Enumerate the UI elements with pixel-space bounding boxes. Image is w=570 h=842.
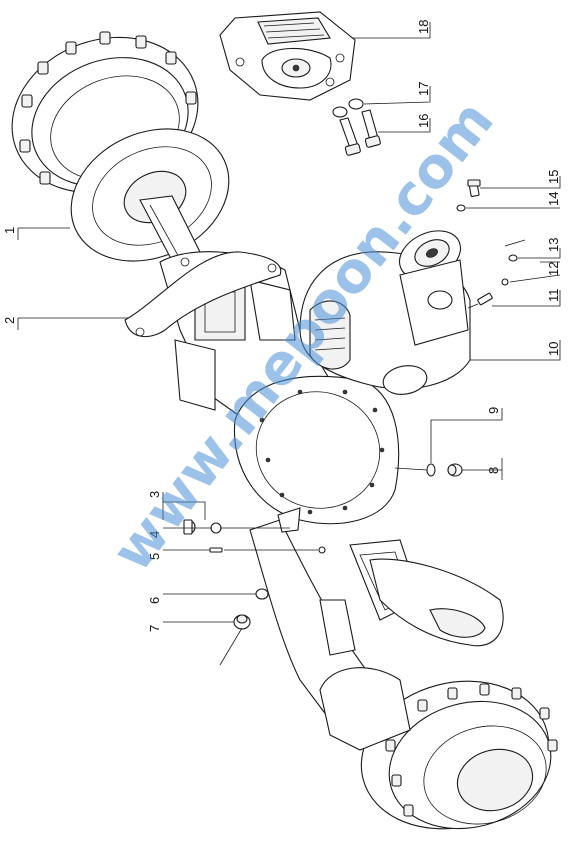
right-hub-carrier — [319, 667, 411, 751]
axle-housing — [124, 251, 504, 721]
callout-13: 13 — [546, 238, 561, 252]
callout-12: 12 — [546, 262, 561, 276]
part-5-breather — [209, 546, 326, 554]
left-brake-disc — [70, 128, 230, 262]
caliper-bolts — [339, 109, 381, 156]
callout-4: 4 — [147, 531, 162, 538]
part-9-washer — [426, 463, 436, 477]
callout-3: 3 — [147, 491, 162, 498]
callout-2: 2 — [2, 317, 17, 324]
part-3-plug — [183, 519, 196, 535]
brake-caliper — [219, 11, 356, 101]
callout-15: 15 — [546, 170, 561, 184]
callout-9: 9 — [486, 407, 501, 414]
callout-14: 14 — [546, 192, 561, 206]
callout-5: 5 — [147, 553, 162, 560]
part-6-washer — [255, 588, 269, 600]
callout-8: 8 — [486, 467, 501, 474]
callout-1: 1 — [2, 227, 17, 234]
callout-7: 7 — [147, 625, 162, 632]
part-7-plug — [233, 614, 251, 630]
part-11-plug — [477, 292, 493, 306]
differential-carrier — [299, 230, 471, 395]
part-3-seat — [277, 507, 301, 533]
callout-16: 16 — [416, 114, 431, 128]
caliper-washers — [332, 98, 364, 118]
callout-labels: 1 2 3 4 5 6 7 8 9 10 11 12 13 14 15 16 1… — [2, 20, 561, 632]
callout-10: 10 — [546, 342, 561, 356]
part-4-washer — [210, 522, 222, 534]
callout-17: 17 — [416, 82, 431, 96]
bowl-bolt-holes — [259, 389, 385, 515]
callout-6: 6 — [147, 597, 162, 604]
right-hub-bolts — [385, 683, 558, 817]
part-15-screw — [467, 179, 481, 197]
part-12-oring — [501, 278, 509, 286]
part-8-plug — [447, 463, 463, 477]
part-14-washer — [456, 204, 466, 212]
hub-bolts — [19, 31, 197, 185]
callout-18: 18 — [416, 20, 431, 34]
callout-11: 11 — [546, 289, 561, 303]
part-13-washer — [508, 254, 518, 262]
leader-lines — [17, 22, 561, 666]
